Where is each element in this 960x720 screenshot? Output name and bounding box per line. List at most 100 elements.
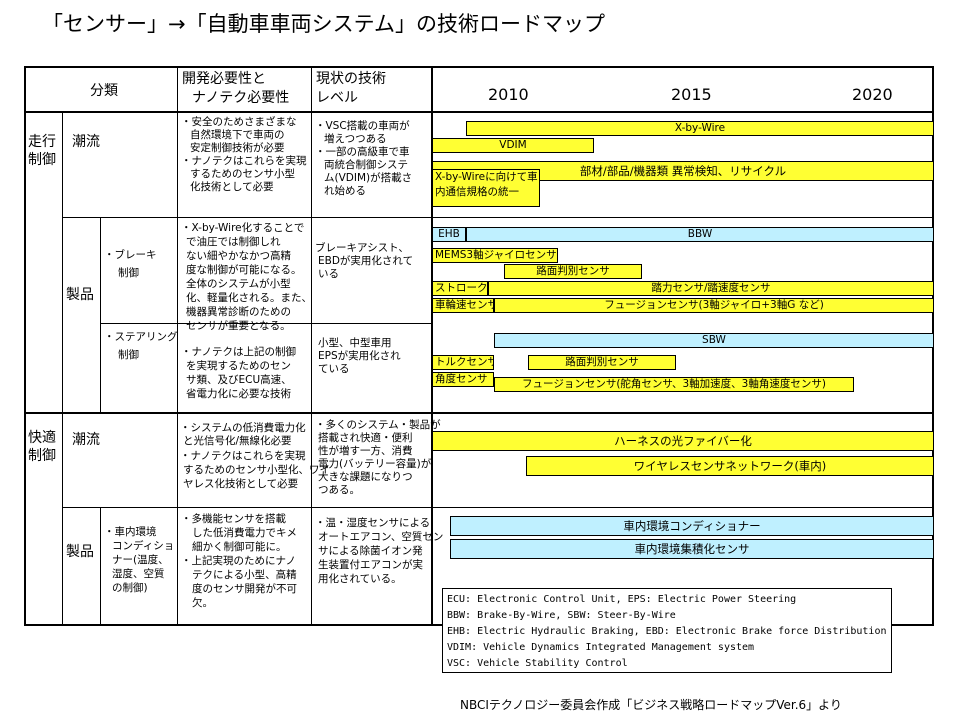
col-divider-need xyxy=(177,66,178,626)
text-line: コンディショ xyxy=(112,540,175,552)
text-line: テクによる小型、高精 xyxy=(192,569,297,581)
text-line: 欠。 xyxy=(192,597,213,609)
text-line: ・システムの低消費電力化 xyxy=(180,422,306,434)
bar-cabin-conditioner: 車内環境コンディショナー xyxy=(450,516,934,536)
col-divider-timeline xyxy=(431,66,433,626)
text-line: 性が増す一方、消費 xyxy=(318,445,413,457)
text-line: ・車内環境 xyxy=(104,526,157,538)
row-divider-comfort xyxy=(62,507,934,508)
legend-line: BBW: Brake-By-Wire, SBW: Steer-By-Wire xyxy=(447,610,676,621)
text-line: ・X-by-Wire化することで xyxy=(181,222,305,234)
text-line: 度な制御が可能になる。 xyxy=(186,264,302,276)
comfort-trend-label: 潮流 xyxy=(72,432,100,448)
year-label: 2015 xyxy=(671,85,712,104)
bar-xbywire: X-by-Wire xyxy=(466,121,934,136)
bar-sbw: SBW xyxy=(494,333,934,348)
legend-line: VDIM: Vehicle Dynamics Integrated Manage… xyxy=(447,642,755,653)
abbreviation-legend: ECU: Electronic Control Unit, EPS: Elect… xyxy=(442,588,892,673)
text-line: センサが重要となる。 xyxy=(186,320,291,332)
row-divider-drive xyxy=(62,217,934,218)
text-line: いる xyxy=(318,268,339,280)
comfort-product-label: 製品 xyxy=(66,544,94,560)
bar-cabin-sensor: 車内環境集積化センサ xyxy=(450,539,934,559)
drive-label-2: 制御 xyxy=(28,152,56,168)
header-category: 分類 xyxy=(90,83,118,99)
text-line: サによる除菌イオン発 xyxy=(318,545,423,557)
header-divider xyxy=(24,111,934,113)
text-line: ている xyxy=(318,363,350,375)
col-divider-category xyxy=(62,111,63,626)
text-line: 電力(バッテリー容量)が xyxy=(318,458,432,470)
text-line: 化技術として必要 xyxy=(190,181,274,193)
text-line: 増えつつある xyxy=(324,133,387,145)
steer-label-2: 制御 xyxy=(118,349,139,361)
bar-xbywire-standard: X-by-Wireに向けて車内通信規格の統一 xyxy=(432,169,540,207)
brake-label-2: 制御 xyxy=(118,267,139,279)
text-line: ブレーキアシスト、 xyxy=(315,242,409,254)
header-need-1: 開発必要性と xyxy=(182,71,266,87)
text-line: 度のセンサ開発が不可 xyxy=(192,583,297,595)
text-line: つある。 xyxy=(318,484,360,496)
bar-wheel-speed: 車輪速センサ xyxy=(432,298,494,313)
bar-vdim: VDIM xyxy=(432,138,594,153)
text-line: ナー(温度、 xyxy=(112,554,169,566)
year-label: 2020 xyxy=(852,85,893,104)
brake-label-1: ・ブレーキ xyxy=(104,249,157,261)
text-line: ヤレス化技術として必要 xyxy=(183,478,299,490)
text-line: ・温・湿度センサによる xyxy=(315,517,431,529)
text-line: ・ナノテクはこれらを実現 xyxy=(181,155,307,167)
header-level-1: 現状の技術 xyxy=(316,71,386,87)
text-line: するためのセンサ小型化、ワイ xyxy=(183,464,330,476)
col-divider-sub xyxy=(100,217,101,413)
text-line: 湿度、空質 xyxy=(112,568,165,580)
bar-torque: トルクセンサ xyxy=(432,355,494,370)
bar-fusion-2: フュージョンセンサ(舵角センサ、3軸加速度、3軸角速度センサ) xyxy=(494,377,854,392)
bar-wireless: ワイヤレスセンサネットワーク(車内) xyxy=(526,456,934,476)
comfort-label-1: 快適 xyxy=(28,430,56,446)
text-line: ・一部の高級車で車 xyxy=(315,146,410,158)
text-line: 機器異常診断のための xyxy=(186,306,291,318)
header-need-2: ナノテク必要性 xyxy=(192,90,290,106)
bar-parts: 部材/部品/機器類 異常検知、リサイクル xyxy=(432,161,934,181)
text-line: EBDが実用化されて xyxy=(318,255,414,267)
text-line: ム(VDIM)が搭載さ xyxy=(324,172,413,184)
text-line: ・安全のためさまざまな xyxy=(181,116,297,128)
year-label: 2010 xyxy=(488,85,529,104)
source-note: NBCIテクノロジー委員会作成「ビジネス戦略ロードマップVer.6」より xyxy=(460,698,842,712)
text-line: 省電力化に必要な技術 xyxy=(186,388,291,400)
text-line: した低消費電力でキメ xyxy=(192,527,297,539)
header-level-2: レベル xyxy=(316,90,358,106)
col-divider-sub2 xyxy=(100,507,101,626)
bar-stroke: ストロークセンサ xyxy=(432,281,488,296)
bar-harness: ハーネスの光ファイバー化 xyxy=(432,431,934,451)
text-line: 搭載され快適・便利 xyxy=(318,432,413,444)
legend-line: EHB: Electric Hydraulic Braking, EBD: El… xyxy=(447,626,887,637)
text-line: 自然環境下で車両の xyxy=(190,129,285,141)
text-line: ・多機能センサを搭載 xyxy=(181,513,286,525)
text-line: サ類、及びECU高速、 xyxy=(186,374,292,386)
bar-road-detect-2: 路面判別センサ xyxy=(528,355,676,370)
text-line: ・ナノテクは上記の制御 xyxy=(181,346,296,358)
text-line: ない細やかなかつ高精 xyxy=(186,250,291,262)
section-divider xyxy=(24,412,934,414)
text-line: 小型、中型車用 xyxy=(318,337,392,349)
legend-line: ECU: Electronic Control Unit, EPS: Elect… xyxy=(447,594,797,605)
text-line: ・上記実現のためにナノ xyxy=(181,555,296,567)
text-line: 細かく制御可能に。 xyxy=(192,541,287,553)
steer-label-1: ・ステアリング xyxy=(104,331,178,343)
bar-mems: MEMS3軸ジャイロセンサ xyxy=(432,248,558,263)
comfort-label-2: 制御 xyxy=(28,448,56,464)
drive-label-1: 走行 xyxy=(28,134,56,150)
text-line: するためのセンサ小型 xyxy=(190,168,295,180)
text-line: を実現するためのセン xyxy=(186,360,291,372)
text-line: れ始める xyxy=(324,185,366,197)
bar-ehb: EHB xyxy=(432,227,466,242)
drive-product-label: 製品 xyxy=(66,287,94,303)
text-line: 安定制御技術が必要 xyxy=(190,142,285,154)
text-line: の制御) xyxy=(112,582,148,594)
text-line: 両統合制御システ xyxy=(324,159,408,171)
text-line: オートエアコン、空質セン xyxy=(318,531,444,543)
text-line: 生装置付エアコンが実 xyxy=(318,559,423,571)
bar-fusion-1: フュージョンセンサ(3軸ジャイロ+3軸G など) xyxy=(494,298,934,313)
text-line: ・VSC搭載の車両が xyxy=(315,120,410,132)
